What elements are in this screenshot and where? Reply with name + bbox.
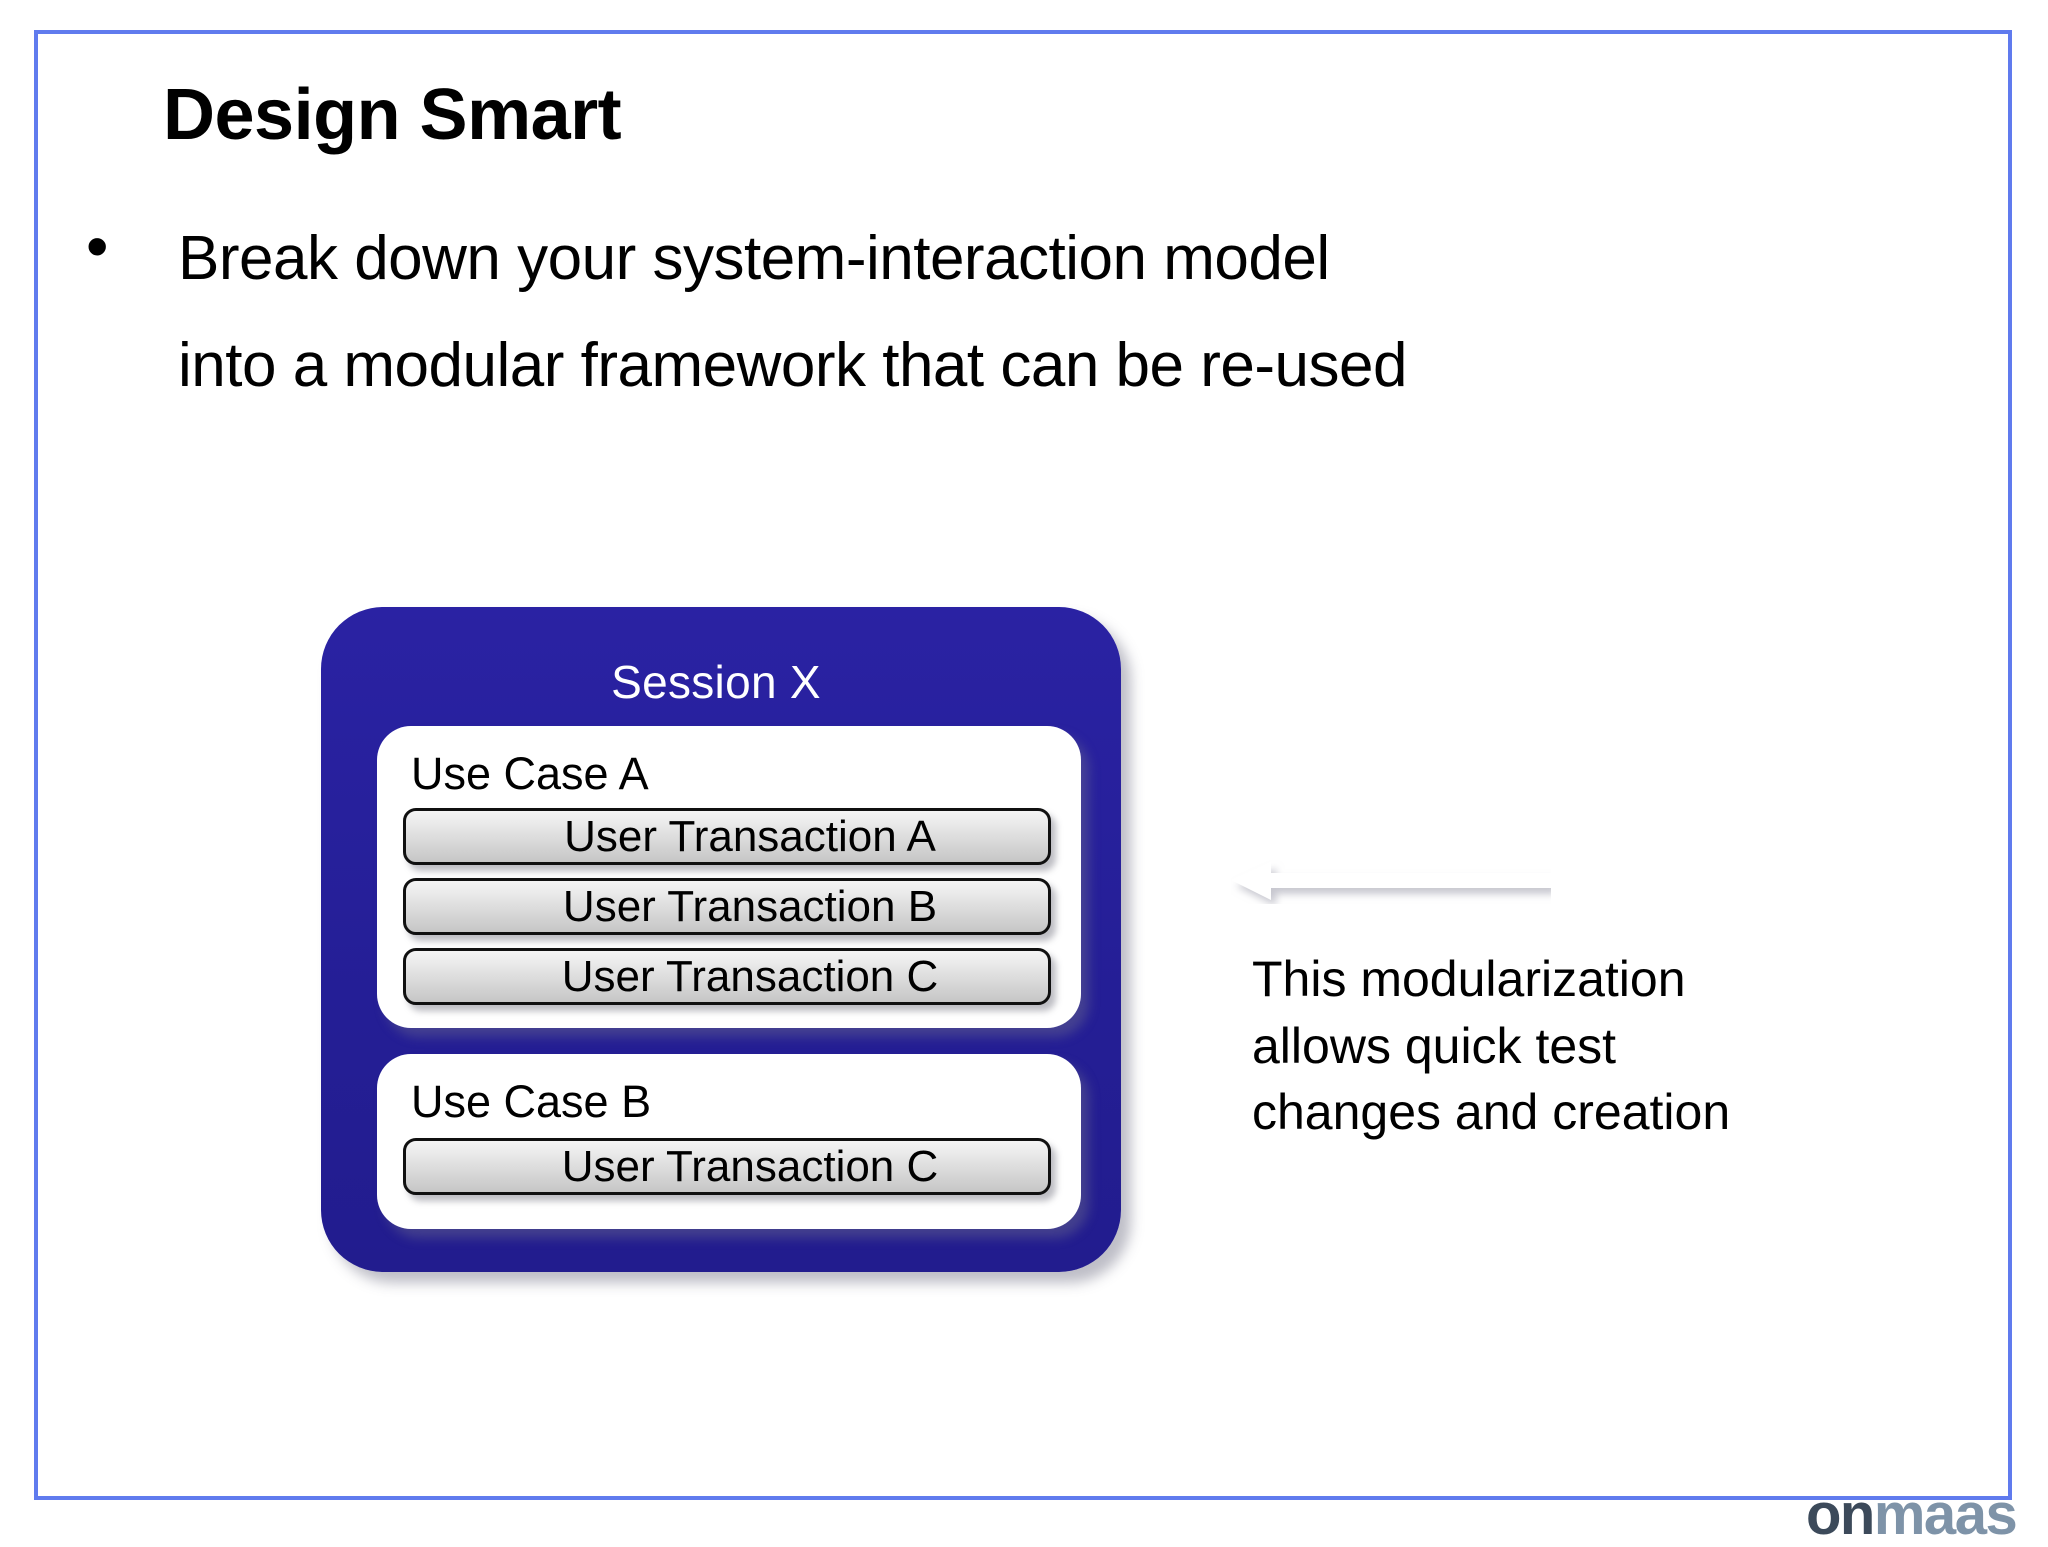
- callout-text: This modularization allows quick test ch…: [1252, 946, 1872, 1146]
- left-arrow-icon: [1231, 860, 1551, 904]
- bullet-marker: •: [86, 210, 109, 282]
- callout-line-1: This modularization: [1252, 951, 1686, 1007]
- bullet-body: Break down your system-interaction model…: [178, 206, 2038, 419]
- transaction-button[interactable]: User Transaction B: [403, 878, 1051, 935]
- transaction-button[interactable]: User Transaction C: [403, 948, 1051, 1005]
- transaction-button[interactable]: User Transaction A: [403, 808, 1051, 865]
- callout-line-3: changes and creation: [1252, 1084, 1731, 1140]
- session-title: Session X: [611, 656, 821, 708]
- slide-frame: Design Smart • Break down your system-in…: [34, 30, 2018, 1544]
- bullet-line-1: Break down your system-interaction model: [178, 224, 1330, 293]
- use-case-card-b[interactable]: Use Case B User Transaction C: [377, 1054, 1081, 1229]
- session-container[interactable]: Session X Use Case A User Transaction A …: [321, 607, 1121, 1272]
- transaction-button[interactable]: User Transaction C: [403, 1138, 1051, 1195]
- use-case-label-a: Use Case A: [411, 748, 649, 799]
- page-title: Design Smart: [163, 75, 622, 155]
- use-case-label-b: Use Case B: [411, 1076, 652, 1127]
- brand-logo: onmaas: [1806, 1486, 2018, 1544]
- brand-logo-part-2: maas: [1873, 1482, 2018, 1547]
- callout-line-2: allows quick test: [1252, 1017, 1617, 1074]
- bullet-line-2: into a modular framework that can be re-…: [178, 330, 1407, 400]
- use-case-card-a[interactable]: Use Case A User Transaction A User Trans…: [377, 726, 1081, 1028]
- brand-logo-part-1: on: [1806, 1482, 1875, 1547]
